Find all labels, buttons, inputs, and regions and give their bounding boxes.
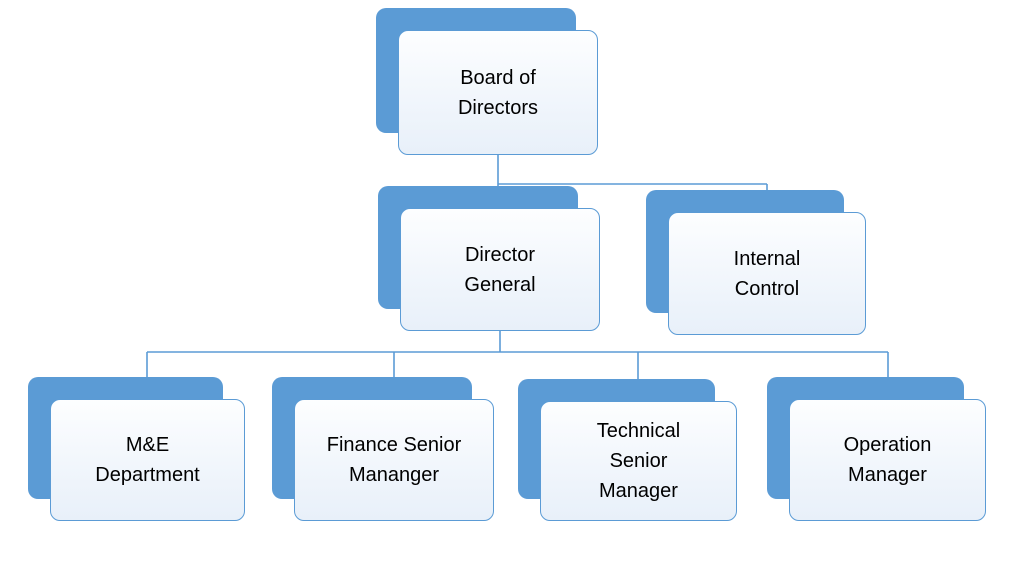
node-label: M&E Department <box>95 434 200 486</box>
node-box: M&E Department <box>50 399 245 521</box>
node-box: Board of Directors <box>398 30 598 155</box>
node-label: Technical Senior Manager <box>596 420 681 502</box>
node-box: Finance Senior Mananger <box>294 399 494 521</box>
node-label: Operation Manager <box>843 434 932 486</box>
node-label: Director General <box>464 243 536 296</box>
node-box: Technical Senior Manager <box>540 401 737 521</box>
node-label: Finance Senior Mananger <box>326 434 462 486</box>
node-box: Internal Control <box>668 212 866 335</box>
node-box: Operation Manager <box>789 399 986 521</box>
node-label: Board of Directors <box>457 66 538 119</box>
node-label: Internal Control <box>733 247 801 300</box>
node-box: Director General <box>400 208 600 331</box>
